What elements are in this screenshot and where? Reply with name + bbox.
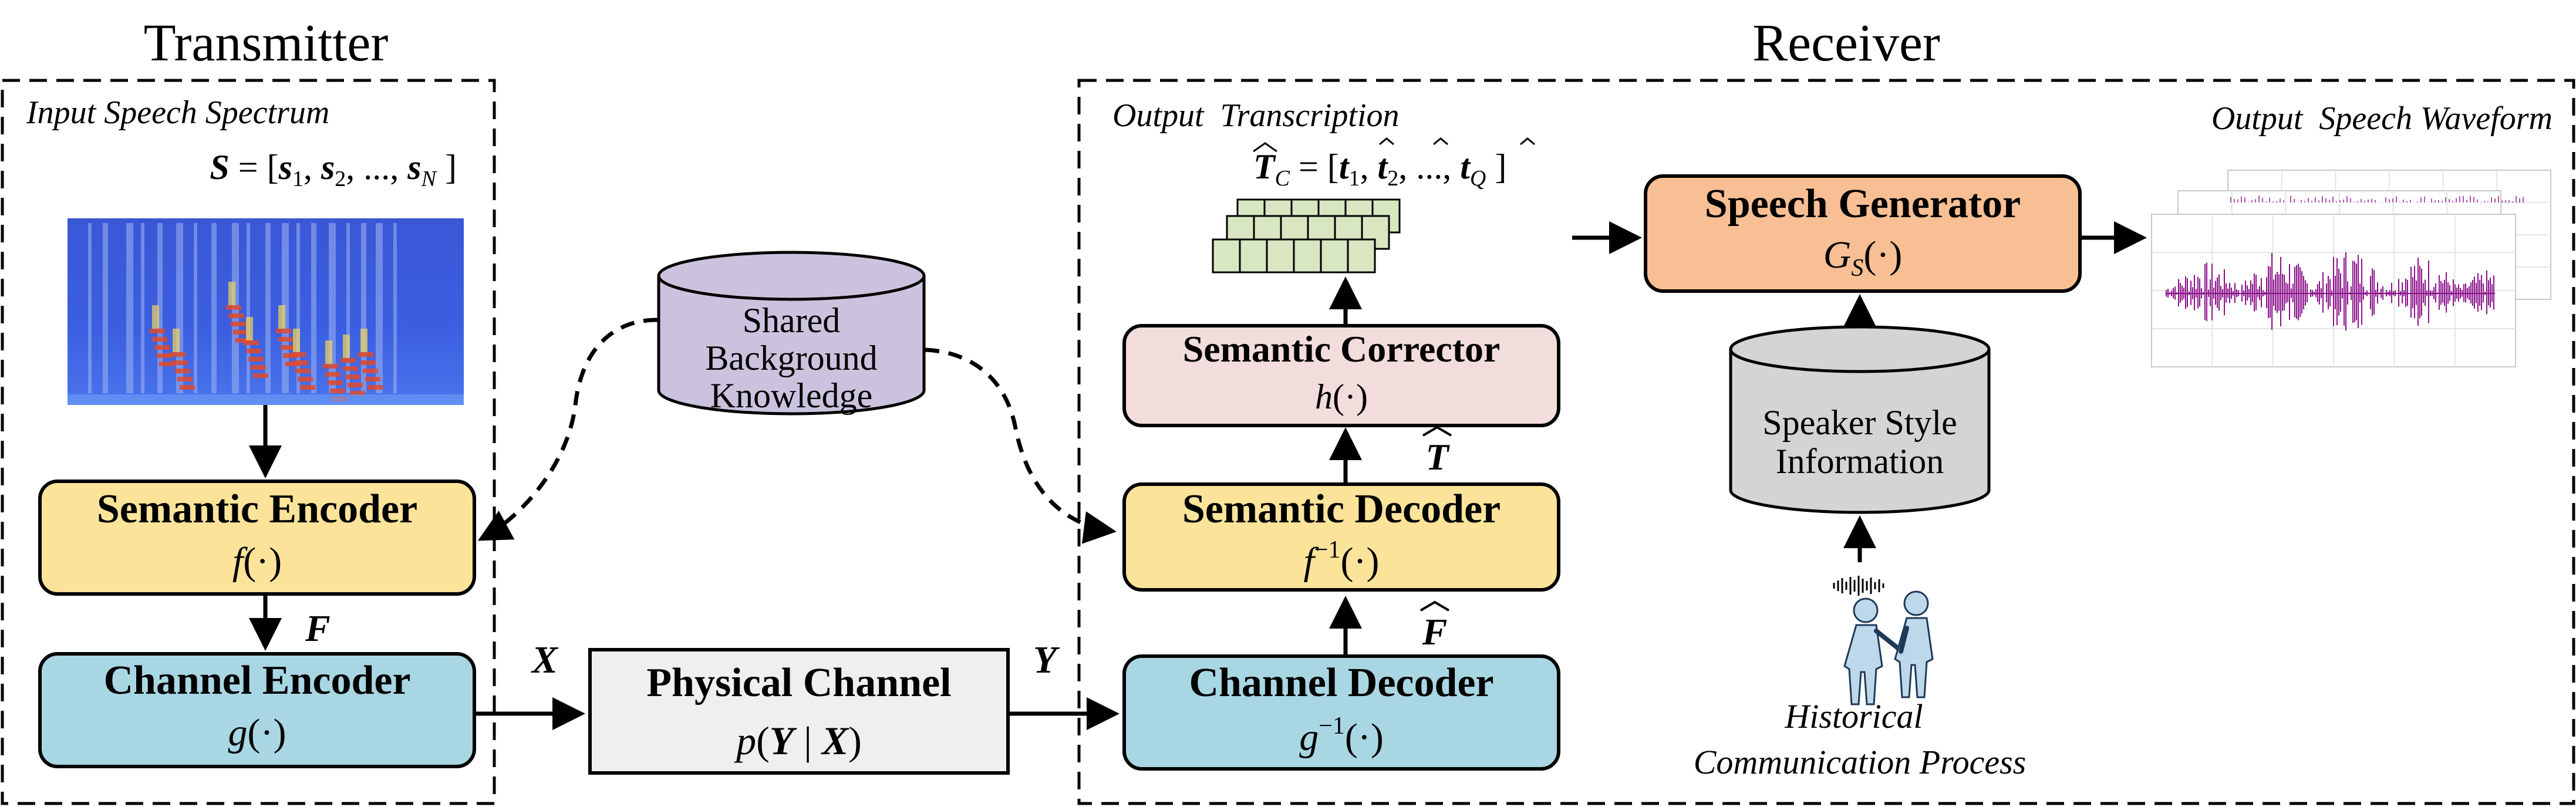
channel-decoder-box: Channel Decoder g−1(·) — [1122, 654, 1560, 771]
signal-label-x: X — [531, 639, 559, 681]
speech-generator-title: Speech Generator — [1705, 181, 2021, 227]
signal-label-y: Y — [1033, 639, 1060, 681]
channel-encoder-func: g(·) — [228, 711, 286, 754]
physical-channel-box: Physical Channel p(Y | X) — [588, 648, 1010, 775]
semantic-decoder-func: f−1(·) — [1304, 536, 1380, 583]
speech-spectrogram — [68, 218, 464, 405]
historical-line2: Communication Process — [1694, 743, 2027, 781]
input-spectrum-label: Input Speech Spectrum — [26, 94, 329, 131]
speaker-style-line1: Speaker Style — [1762, 403, 1957, 442]
transcription-token-grid — [1212, 198, 1401, 273]
semantic-encoder-box: Semantic Encoder f(·) — [38, 480, 476, 596]
svg-text:T: T — [1425, 436, 1450, 478]
semantic-encoder-title: Semantic Encoder — [97, 487, 417, 532]
speaker-style-line2: Information — [1776, 442, 1944, 481]
transcription-formula: TC = [t1, t2, ..., tQ ] — [1253, 137, 1535, 191]
semantic-encoder-func: f(·) — [232, 540, 282, 583]
receiver-title: Receiver — [1752, 14, 1940, 72]
speech-waveform-plot — [2151, 170, 2551, 367]
feature-label-f-hat: F — [1420, 600, 1450, 653]
shared-knowledge-line2: Background — [705, 339, 877, 377]
semantic-corrector-func: h(·) — [1315, 377, 1368, 416]
people-handshake-icon — [1843, 590, 1934, 705]
channel-encoder-box: Channel Encoder g(·) — [38, 652, 476, 768]
shared-knowledge-line1: Shared — [743, 301, 841, 340]
transmitter-frame — [1, 79, 496, 805]
semantic-corrector-box: Semantic Corrector h(·) — [1122, 324, 1560, 427]
semantic-decoder-box: Semantic Decoder f−1(·) — [1122, 482, 1560, 592]
semantic-corrector-title: Semantic Corrector — [1183, 328, 1501, 370]
physical-channel-title: Physical Channel — [646, 660, 951, 705]
physical-channel-expr: p(Y | X) — [734, 718, 862, 763]
dashed-link-to-encoder — [477, 318, 658, 541]
dashed-link-to-decoder — [925, 347, 1117, 544]
text-label-t-hat: T — [1422, 426, 1452, 478]
channel-decoder-title: Channel Decoder — [1189, 660, 1493, 705]
svg-text:TC = [t1, t2, ..., tQ ]: TC = [t1, t2, ..., tQ ] — [1253, 147, 1506, 191]
output-transcription-label: Output Transcription — [1112, 97, 1400, 134]
speech-generator-func: GS(·) — [1823, 234, 1903, 282]
speaker-style-database: Speaker Style Information — [1729, 325, 1991, 514]
output-waveform-label: Output Speech Waveform — [2211, 100, 2553, 137]
channel-encoder-title: Channel Encoder — [103, 658, 410, 703]
audio-wave-icon — [1833, 576, 1884, 596]
transmitter-title: Transmitter — [144, 14, 389, 72]
feature-label-f: F — [305, 607, 331, 649]
svg-text:F: F — [1422, 611, 1448, 653]
shared-knowledge-database: Shared Background Knowledge — [657, 251, 926, 416]
historical-line1: Historical — [1784, 697, 1923, 735]
speech-generator-box: Speech Generator GS(·) — [1644, 174, 2082, 293]
channel-decoder-func: g−1(·) — [1299, 713, 1384, 759]
semantic-decoder-title: Semantic Decoder — [1182, 487, 1501, 532]
input-formula: S = [s1, s2, ..., sN ] — [210, 148, 457, 191]
shared-knowledge-line3: Knowledge — [710, 376, 873, 415]
